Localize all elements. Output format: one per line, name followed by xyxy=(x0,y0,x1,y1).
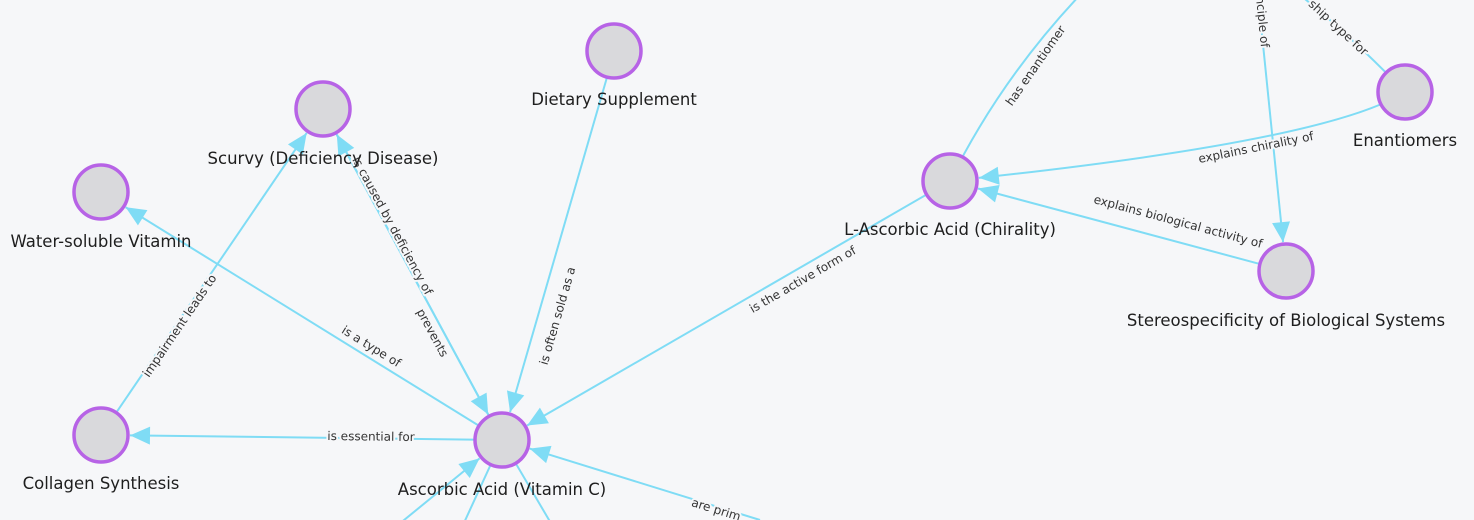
node-label-scurvy: Scurvy (Deficiency Disease) xyxy=(208,149,439,168)
node-enantiomers[interactable]: Enantiomers xyxy=(1353,63,1457,150)
node-label-lascorbic: L-Ascorbic Acid (Chirality) xyxy=(844,220,1056,239)
node-dietary[interactable]: Dietary Supplement xyxy=(531,22,697,109)
edge-label-e5: impairment leads to xyxy=(140,272,220,380)
arrowhead-e1 xyxy=(506,390,525,413)
edge-e13[interactable] xyxy=(529,447,761,520)
node-circle-scurvy[interactable] xyxy=(294,80,352,138)
arrowhead-e13 xyxy=(529,445,552,464)
edge-e4[interactable] xyxy=(125,206,503,441)
node-label-water: Water-soluble Vitamin xyxy=(10,232,191,251)
arrowhead-e6 xyxy=(129,426,151,445)
node-circle-collagen[interactable] xyxy=(72,406,130,464)
edge-label-e12: ship type for xyxy=(1306,0,1371,59)
node-label-ascorbic: Ascorbic Acid (Vitamin C) xyxy=(398,480,606,499)
node-circle-dietary[interactable] xyxy=(585,22,643,80)
arrowhead-e14 xyxy=(458,458,480,478)
node-circle-enantiomers[interactable] xyxy=(1376,63,1434,121)
edge-e11[interactable] xyxy=(1257,0,1285,243)
node-water[interactable]: Water-soluble Vitamin xyxy=(10,163,192,251)
edge-label-e7: is the active form of xyxy=(747,243,859,316)
edge-e5[interactable] xyxy=(100,132,308,436)
edge-label-e1: is often sold as a xyxy=(537,265,579,366)
edge-e7[interactable] xyxy=(526,180,951,427)
node-collagen[interactable]: Collagen Synthesis xyxy=(23,406,180,493)
edge-labels-layer: is often sold as a is caused by deficienc… xyxy=(138,0,1373,520)
arrowhead-e9 xyxy=(978,166,1000,185)
edge-label-e6: is essential for xyxy=(327,429,415,444)
node-label-enantiomers: Enantiomers xyxy=(1353,131,1457,150)
node-label-stereo: Stereospecificity of Biological Systems xyxy=(1127,311,1445,330)
arrowhead-e3 xyxy=(470,392,489,415)
node-ascorbic[interactable]: Ascorbic Acid (Vitamin C) xyxy=(398,411,606,499)
node-circle-lascorbic[interactable] xyxy=(921,152,979,210)
node-circle-stereo[interactable] xyxy=(1257,242,1315,300)
node-lascorbic[interactable]: L-Ascorbic Acid (Chirality) xyxy=(844,152,1056,239)
arrowhead-e7 xyxy=(527,407,549,426)
arrowhead-e5 xyxy=(287,132,307,155)
edge-e3[interactable] xyxy=(324,112,490,415)
arrowhead-e2 xyxy=(336,134,355,157)
edge-e9[interactable] xyxy=(978,91,1406,179)
edges-layer xyxy=(100,0,1406,520)
edge-label-e9: explains chirality of xyxy=(1197,129,1315,166)
edge-e10[interactable] xyxy=(977,187,1287,272)
node-label-collagen: Collagen Synthesis xyxy=(23,474,180,493)
edge-label-e4: is a type of xyxy=(339,323,404,370)
edge-e1[interactable] xyxy=(509,59,613,413)
edge-label-e13: are prim xyxy=(690,495,743,520)
edge-label-e8: has enantiomer xyxy=(1003,23,1069,108)
edge-e6[interactable] xyxy=(129,434,503,441)
node-circle-water[interactable] xyxy=(72,163,130,221)
edge-label-e11: nciple of xyxy=(1253,0,1272,49)
node-label-dietary: Dietary Supplement xyxy=(531,90,697,109)
edge-label-e2: is caused by deficiency of xyxy=(349,154,435,298)
arrowhead-e4 xyxy=(125,207,148,226)
node-stereo[interactable]: Stereospecificity of Biological Systems xyxy=(1127,242,1445,330)
arrowhead-e11 xyxy=(1272,221,1291,243)
arrowhead-e10 xyxy=(978,184,1000,203)
edge-label-e3: prevents xyxy=(414,306,451,359)
node-scurvy[interactable]: Scurvy (Deficiency Disease) xyxy=(208,80,439,168)
node-circle-ascorbic[interactable] xyxy=(473,411,531,469)
